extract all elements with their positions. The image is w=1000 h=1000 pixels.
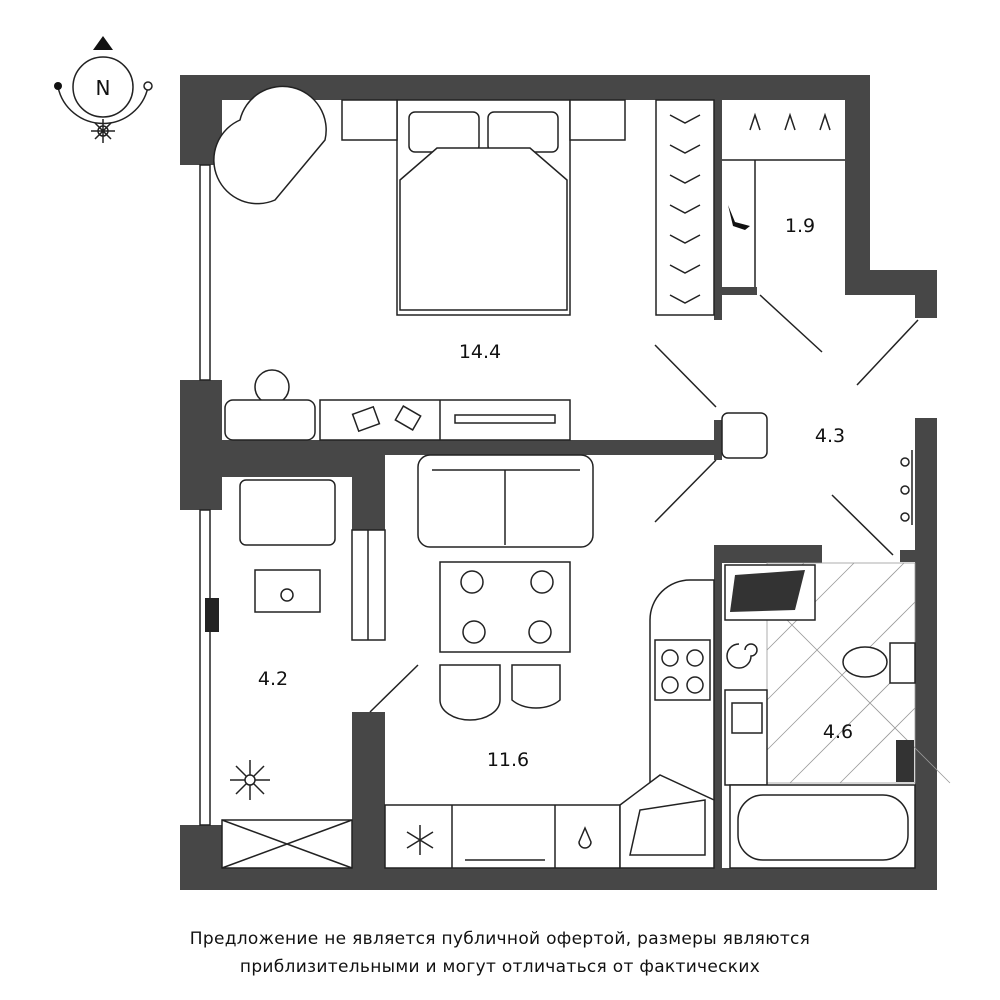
sunset-dot-icon bbox=[54, 82, 62, 90]
dining-table bbox=[439, 561, 571, 721]
bathroom-fixtures bbox=[724, 562, 951, 869]
plant-icon bbox=[230, 760, 270, 800]
doors bbox=[369, 294, 919, 713]
shoe-icon bbox=[728, 205, 750, 230]
walls bbox=[180, 75, 937, 890]
bed bbox=[396, 99, 571, 316]
sun-icon bbox=[91, 119, 115, 143]
sunrise-dot-icon bbox=[143, 81, 153, 91]
room-area-balcony: 4.2 bbox=[258, 668, 288, 690]
armchair bbox=[213, 85, 327, 205]
room-labels: 14.4 1.9 4.3 4.2 11.6 4.6 bbox=[258, 215, 853, 771]
wardrobe bbox=[655, 99, 715, 316]
kitchen-unit bbox=[384, 579, 715, 869]
room-area-bathroom: 4.6 bbox=[823, 721, 853, 743]
chair bbox=[224, 369, 316, 441]
windows bbox=[199, 164, 219, 826]
room-area-bedroom: 14.4 bbox=[459, 341, 501, 363]
room-area-wardrobe: 1.9 bbox=[785, 215, 815, 237]
nightstand bbox=[341, 99, 398, 141]
balcony-furniture bbox=[221, 479, 386, 869]
electrical-panel bbox=[721, 412, 768, 459]
disclaimer-line-2: приблизительными и могут отличаться от ф… bbox=[239, 957, 761, 977]
room-area-kitchen-living: 11.6 bbox=[487, 749, 529, 771]
wardrobe-room-fixtures bbox=[722, 112, 845, 287]
desk bbox=[319, 399, 571, 441]
disclaimer-line-1: Предложение не является публичной оферто… bbox=[189, 929, 811, 949]
heater-icon bbox=[726, 643, 758, 669]
room-area-hallway: 4.3 bbox=[815, 425, 845, 447]
coat-hooks bbox=[900, 450, 913, 525]
sofa bbox=[417, 454, 594, 548]
compass: N bbox=[54, 36, 153, 143]
snowflake-icon bbox=[406, 825, 434, 855]
water-drop-icon bbox=[578, 826, 592, 849]
nightstand bbox=[569, 99, 626, 141]
compass-label: N bbox=[96, 76, 111, 100]
north-arrow-icon bbox=[93, 36, 113, 50]
